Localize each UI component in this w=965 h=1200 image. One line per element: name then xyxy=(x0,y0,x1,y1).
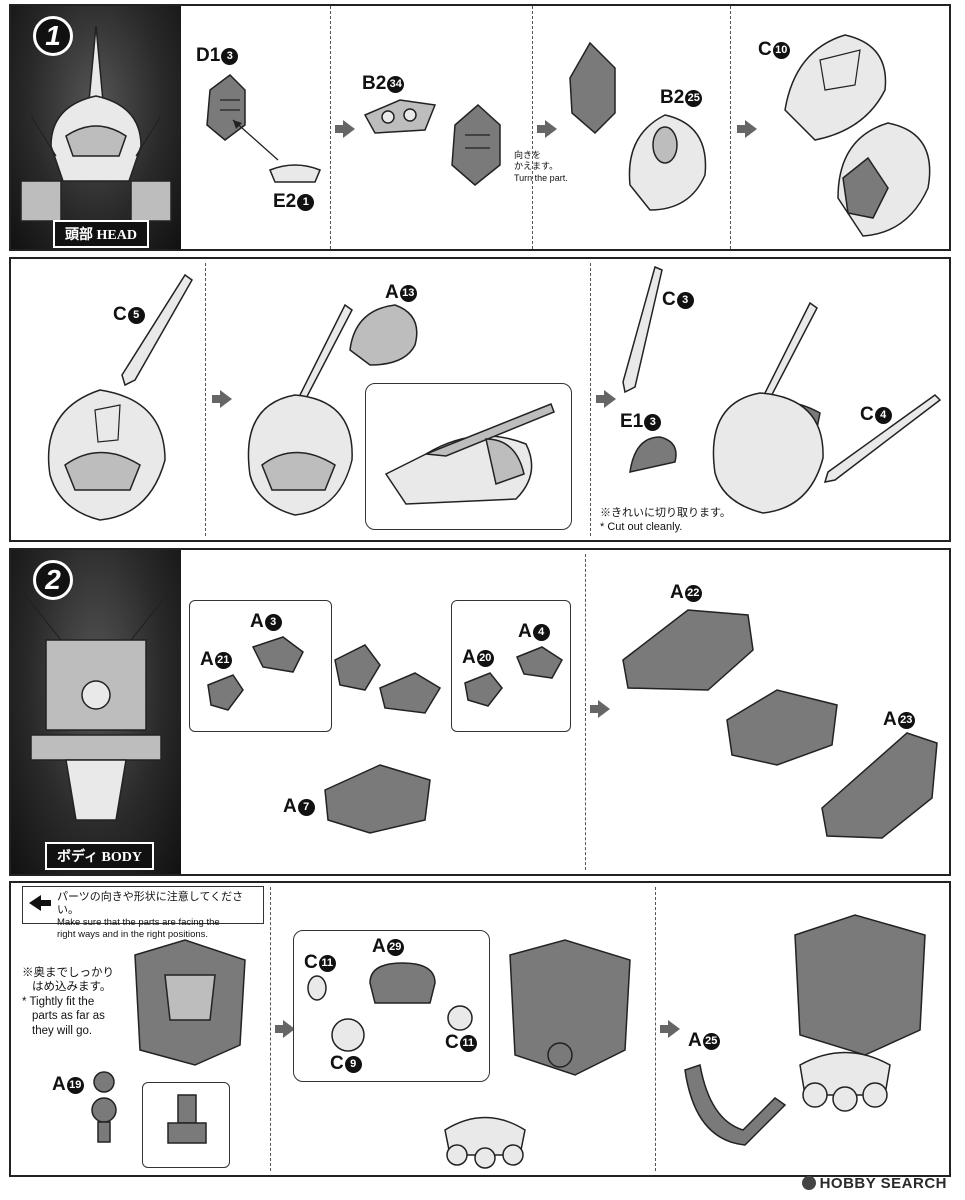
head-part-assembly-b xyxy=(451,103,501,186)
body-torso-assembly-2 xyxy=(509,939,631,1076)
detail-inset xyxy=(365,383,572,530)
a19-detail-view xyxy=(167,1094,207,1144)
body-part-a20 xyxy=(464,672,503,707)
body-part-c11-right xyxy=(447,1005,473,1031)
turn-part-note: 向きを かえます。Turn the part. xyxy=(514,150,568,183)
body-part-a22 xyxy=(622,609,754,691)
step1-section-label: 頭部 HEAD xyxy=(53,220,149,248)
flow-arrow xyxy=(660,1020,680,1038)
body-part-c11-left xyxy=(307,975,327,1001)
body-part-a3 xyxy=(251,636,304,673)
caution-icon xyxy=(29,895,51,911)
body-torso-assembly-3 xyxy=(794,914,926,1056)
body-part-a29 xyxy=(369,962,436,1004)
head-antenna-c3 xyxy=(622,265,663,394)
step2-number: 2 xyxy=(33,560,73,600)
body-part-core xyxy=(726,689,838,766)
body-part-a4 xyxy=(516,646,563,679)
hobby-search-logo-icon xyxy=(801,1176,816,1190)
body-joint-left xyxy=(334,644,381,691)
divider xyxy=(330,6,331,249)
head-assembly-2 xyxy=(247,303,353,516)
divider xyxy=(585,554,586,870)
divider xyxy=(270,887,271,1171)
body-part-a23 xyxy=(821,732,938,839)
flow-arrow xyxy=(335,120,355,138)
head-part-b2-25 xyxy=(628,114,707,211)
assembly-arrow xyxy=(232,119,279,161)
body-part-a21 xyxy=(207,674,244,711)
flow-arrow xyxy=(737,120,757,138)
body-part-a19 xyxy=(91,1071,117,1143)
step1-number: 1 xyxy=(33,16,73,56)
detail-inset-a19 xyxy=(142,1082,230,1168)
head-assembly-1 xyxy=(47,389,166,521)
flow-arrow xyxy=(275,1020,295,1038)
flow-arrow xyxy=(537,120,557,138)
head-part-e2 xyxy=(269,164,321,183)
flow-arrow xyxy=(212,390,232,408)
fit-tightly-note: ※奥までしっかり はめ込みます。 * Tightly fit the parts… xyxy=(22,967,114,1037)
detail-inset-left xyxy=(189,600,332,732)
body-cockpit-assembled xyxy=(799,1051,891,1112)
body-cockpit-unit xyxy=(444,1116,526,1169)
body-part-a7 xyxy=(324,764,431,834)
head-part-a13 xyxy=(349,304,418,366)
flow-arrow xyxy=(596,390,616,408)
divider xyxy=(730,6,731,249)
head-hero-image: 1 頭部 HEAD xyxy=(11,6,181,249)
head-antenna-c5 xyxy=(121,273,193,387)
divider xyxy=(532,6,533,249)
body-joint-right xyxy=(379,672,442,714)
head-assembly-3 xyxy=(712,301,824,514)
head-side-view xyxy=(384,403,555,505)
divider xyxy=(205,263,206,536)
body-torso-assembly-1 xyxy=(134,939,246,1066)
body-hero-image: 2 ボディ BODY xyxy=(11,550,181,874)
body-part-a25 xyxy=(684,1064,787,1146)
body-part-c9 xyxy=(331,1018,365,1052)
head-part-assembly-c xyxy=(569,41,616,135)
flow-arrow xyxy=(590,700,610,718)
head-illustration xyxy=(20,25,172,222)
step2-section-label: ボディ BODY xyxy=(45,842,154,870)
head-part-e1 xyxy=(629,436,677,473)
head-assembly-result xyxy=(837,122,931,237)
head-part-b2-34 xyxy=(363,99,437,134)
divider xyxy=(590,263,591,536)
hobby-search-watermark: HOBBY SEARCH xyxy=(801,1175,947,1192)
body-illustration xyxy=(20,589,172,821)
caution-box: パーツの向きや形状に注意してください。 Make sure that the p… xyxy=(22,886,264,940)
cut-cleanly-note: ※きれいに切り取ります。* Cut out cleanly. xyxy=(600,507,731,533)
head-antenna-c4 xyxy=(823,394,942,483)
head-part-c10 xyxy=(784,34,887,141)
divider xyxy=(655,887,656,1171)
